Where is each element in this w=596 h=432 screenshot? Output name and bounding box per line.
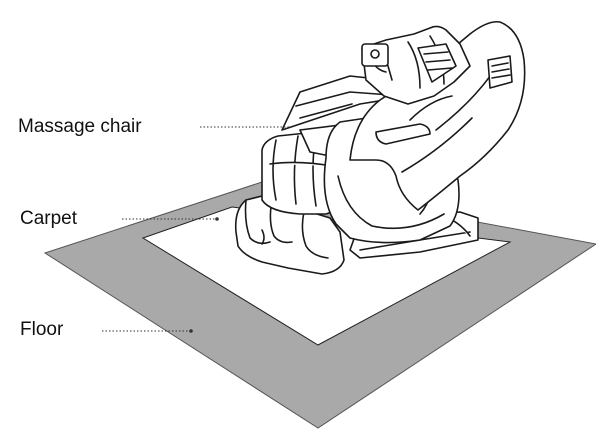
carpet-leader-dot — [215, 217, 219, 221]
carpet-label: Carpet — [20, 208, 78, 229]
massage-chair-label: Massage chair — [18, 116, 142, 137]
floor-leader-dot — [189, 329, 193, 333]
massage-chair — [234, 20, 526, 275]
floor-label: Floor — [20, 319, 64, 340]
